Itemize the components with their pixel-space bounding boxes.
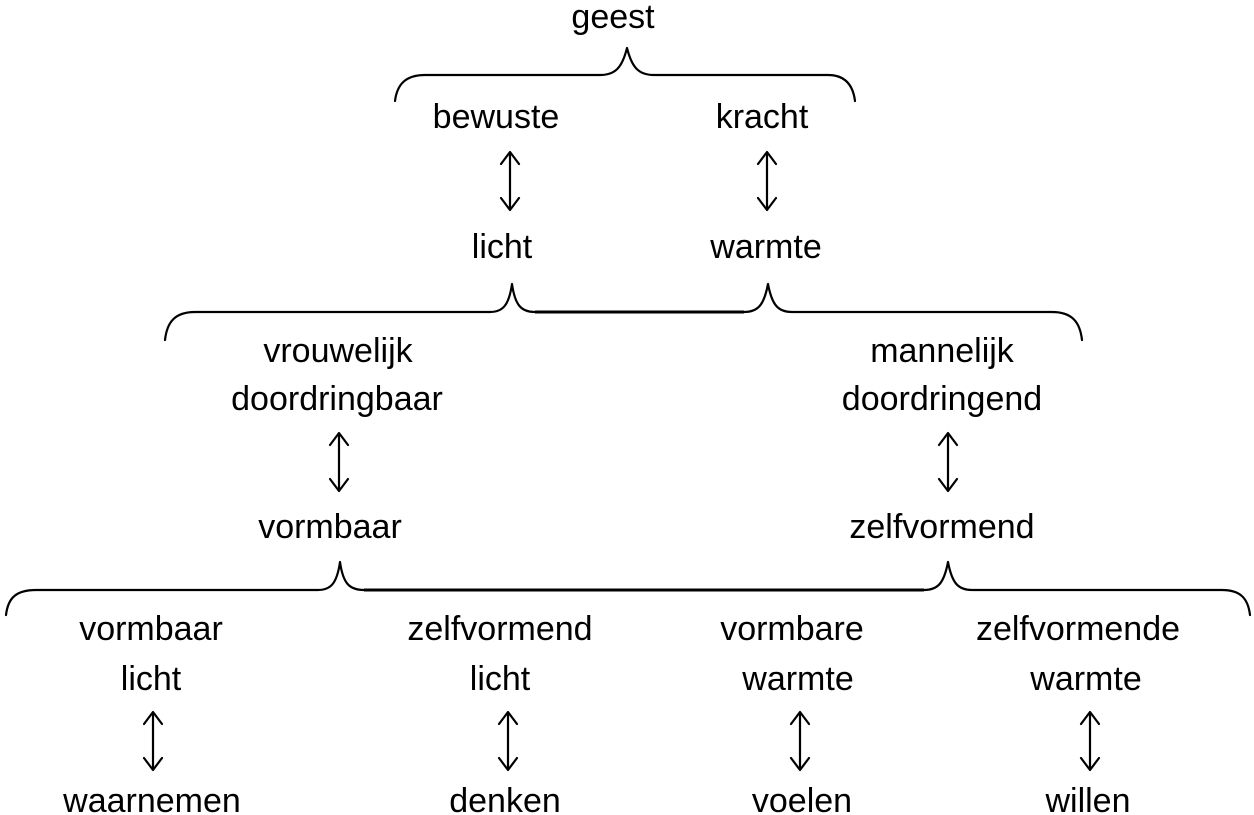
node-waarnemen: waarnemen [62, 782, 241, 815]
node-licht: licht [472, 228, 533, 266]
node-willen: willen [1044, 782, 1130, 815]
brace-level2 [163, 282, 1084, 342]
node-vormbaar-licht-2: licht [121, 660, 182, 698]
node-vormbare-warmte: vormbare [720, 610, 864, 648]
double-arrow-icon [789, 710, 811, 772]
node-zelfvormend: zelfvormend [849, 508, 1034, 546]
brace-level1 [393, 46, 857, 103]
node-denken: denken [449, 782, 561, 815]
double-arrow-icon [1079, 710, 1101, 772]
double-arrow-icon [497, 710, 519, 772]
node-vrouwelijk: vrouwelijk [263, 332, 413, 370]
double-arrow-icon [328, 431, 350, 493]
node-doordringend: doordringend [842, 380, 1042, 418]
node-warmte: warmte [709, 228, 821, 266]
node-bewuste: bewuste [433, 98, 560, 136]
double-arrow-icon [142, 710, 164, 772]
node-geest: geest [571, 0, 655, 36]
node-vormbaar: vormbaar [258, 508, 402, 546]
double-arrow-icon [499, 150, 521, 212]
node-kracht: kracht [716, 98, 809, 136]
double-arrow-icon [937, 431, 959, 493]
node-doordringbaar: doordringbaar [231, 380, 443, 418]
node-zelfvormende-warmte-2: warmte [1029, 660, 1141, 698]
brace-level3 [4, 560, 1252, 617]
node-mannelijk: mannelijk [870, 332, 1015, 370]
node-vormbaar-licht: vormbaar [79, 610, 223, 648]
node-zelfvormend-licht-2: licht [470, 660, 531, 698]
node-voelen: voelen [752, 782, 852, 815]
double-arrow-icon [756, 150, 778, 212]
node-zelfvormend-licht: zelfvormend [407, 610, 592, 648]
node-zelfvormende-warmte: zelfvormende [976, 610, 1180, 648]
node-vormbare-warmte-2: warmte [741, 660, 853, 698]
